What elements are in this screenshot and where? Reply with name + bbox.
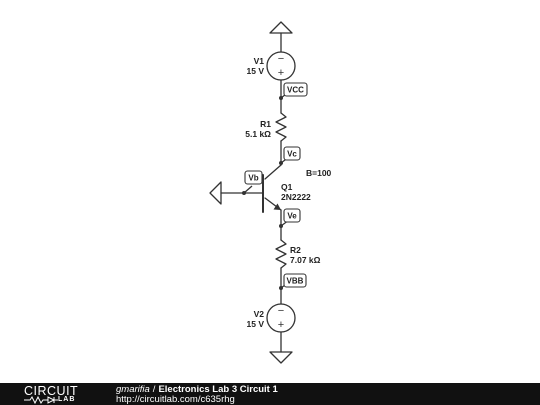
r2-resistor-symbol bbox=[275, 239, 287, 269]
probe-vb[interactable]: Vb bbox=[243, 170, 263, 194]
r1-resistor-symbol bbox=[275, 112, 287, 142]
v2-minus-sign: − bbox=[278, 305, 284, 317]
v2-name-label: V2 bbox=[254, 309, 265, 319]
probe-vc[interactable]: Vc bbox=[280, 146, 301, 164]
v2-plus-sign: + bbox=[278, 319, 284, 331]
beta-label: B=100 bbox=[306, 168, 332, 178]
circuitlab-logo-text: CIRCUIT bbox=[24, 384, 79, 398]
r2-value-label: 7.07 kΩ bbox=[290, 255, 321, 265]
v1-value-label: 15 V bbox=[247, 66, 265, 76]
probe-vbb[interactable]: VBB bbox=[280, 273, 307, 289]
top-ground-symbol bbox=[269, 21, 293, 34]
wire-collector-bend bbox=[264, 164, 282, 180]
q1-model-label: 2N2222 bbox=[281, 192, 311, 202]
r1-name-label: R1 bbox=[260, 119, 271, 129]
circuit-schematic: − + − + V1 15 V R1 5.1 kΩ B=100 Q1 2N222… bbox=[209, 21, 332, 364]
v1-plus-sign: + bbox=[278, 67, 284, 79]
footer-title-line: gmarifia/Electronics Lab 3 Circuit 1 bbox=[116, 384, 278, 395]
circuit-title: Electronics Lab 3 Circuit 1 bbox=[158, 384, 278, 395]
bottom-ground-symbol bbox=[269, 351, 293, 364]
r2-name-label: R2 bbox=[290, 245, 301, 255]
probe-vcc[interactable]: VCC bbox=[280, 82, 308, 99]
probe-vb-label: Vb bbox=[248, 174, 258, 183]
probe-ve-label: Ve bbox=[287, 212, 297, 221]
q1-name-label: Q1 bbox=[281, 182, 293, 192]
footer-separator: / bbox=[152, 384, 156, 395]
circuit-url-link[interactable]: http://circuitlab.com/c635rhg bbox=[116, 394, 235, 405]
r1-value-label: 5.1 kΩ bbox=[245, 129, 271, 139]
circuitlab-logo-lab: LAB bbox=[58, 396, 76, 403]
v1-name-label: V1 bbox=[254, 56, 265, 66]
footer-bar: CIRCUIT LAB gmarifia/Electronics Lab 3 C… bbox=[0, 383, 540, 405]
probe-vcc-label: VCC bbox=[287, 86, 304, 95]
probe-vc-label: Vc bbox=[287, 150, 297, 159]
probe-ve[interactable]: Ve bbox=[280, 208, 301, 227]
probe-vbb-label: VBB bbox=[287, 277, 304, 286]
left-ground-symbol bbox=[209, 181, 222, 205]
v1-minus-sign: − bbox=[278, 53, 284, 65]
v2-value-label: 15 V bbox=[247, 319, 265, 329]
q1-emitter-arrow bbox=[273, 203, 281, 210]
resistor-diode-logo-icon bbox=[24, 396, 58, 404]
author-link[interactable]: gmarifia bbox=[116, 384, 150, 395]
